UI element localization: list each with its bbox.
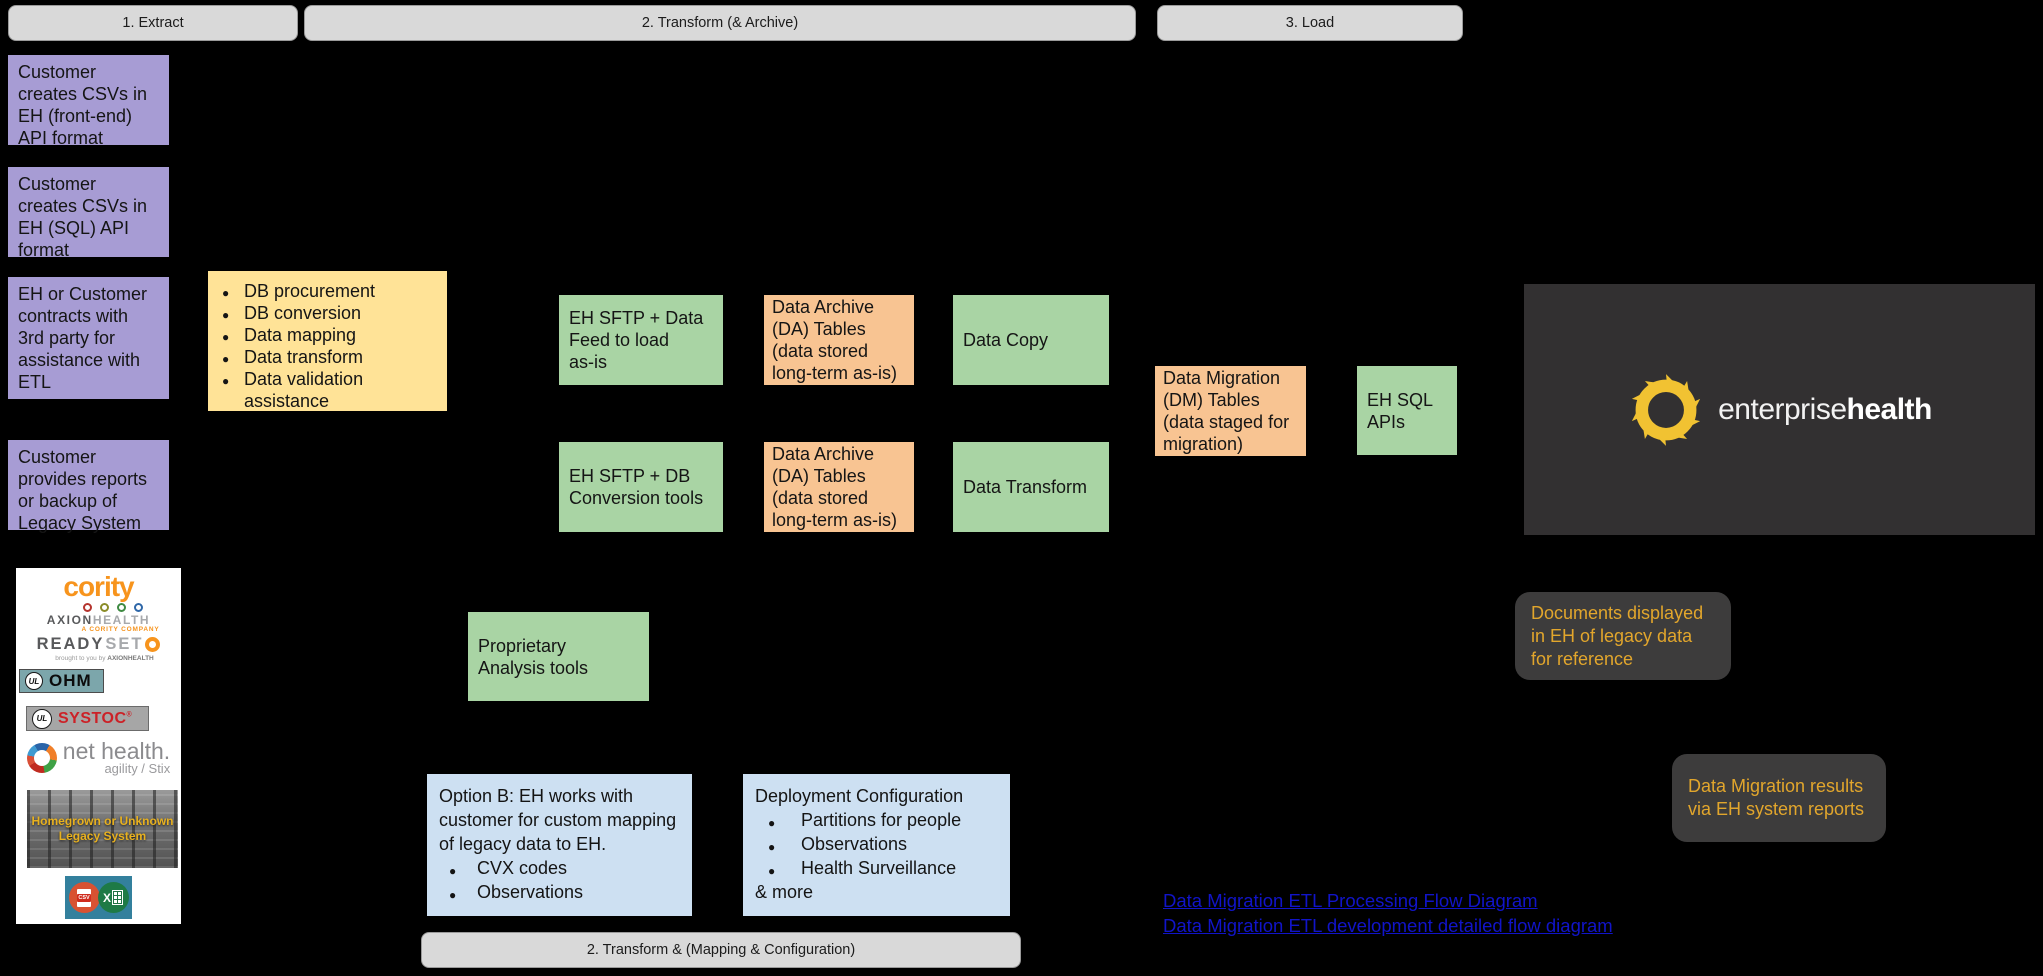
note-migration-results: Data Migration results via EH system rep… — [1672, 754, 1886, 842]
bullet-item: Partitions for people — [755, 808, 998, 835]
bullet-item: Data mapping — [218, 324, 439, 348]
data-migration-tables-label: Data Migration (DM) Tables (data staged … — [1163, 368, 1290, 454]
data-copy-box: Data Copy — [953, 295, 1109, 385]
sftp-db-conversion-box: EH SFTP + DB Conversion tools — [559, 442, 723, 532]
axion-dot-olive — [99, 603, 109, 612]
extract-option-sql-csv: Customer creates CSVs in EH (SQL) API fo… — [8, 167, 169, 260]
proprietary-analysis-tools-box: Proprietary Analysis tools — [468, 612, 649, 701]
data-migration-tables-box: Data Migration (DM) Tables (data staged … — [1155, 366, 1306, 456]
systoc-word: SYSTOC® — [58, 710, 132, 728]
systoc-registered-mark: ® — [126, 711, 133, 719]
deployment-more-label: & more — [755, 882, 814, 902]
related-diagram-links: Data Migration ETL Processing Flow Diagr… — [1163, 889, 1703, 938]
readyset-tagline-brand: AXIONHEALTH — [107, 655, 154, 662]
axion-dot-red — [82, 603, 92, 612]
bullet-item: DB conversion — [218, 302, 439, 326]
note-results-text: Data Migration results via EH system rep… — [1688, 776, 1865, 819]
systoc-logo: UL SYSTOC® — [26, 706, 149, 731]
legacy-systems-panel: cority AXIONHEALTH A CORITY COMPANY READ… — [16, 568, 181, 924]
extract-option-frontend-csv: Customer creates CSVs in EH (front-end) … — [8, 55, 169, 148]
data-copy-label: Data Copy — [963, 330, 1049, 350]
bullet-item: DB procurement — [218, 280, 439, 304]
csv-label: CSV — [76, 893, 92, 902]
readyset-ready: READY — [36, 635, 105, 653]
extract-option-third-party: EH or Customer contracts with 3rd party … — [8, 277, 169, 399]
net-health-logo: net health. agility / Stix — [16, 740, 181, 775]
wordmark-health: health — [1846, 392, 1933, 426]
link-etl-processing-flow-diagram[interactable]: Data Migration ETL Processing Flow Diagr… — [1163, 890, 1538, 911]
sftp-data-feed-label: EH SFTP + Data Feed to load as-is — [569, 308, 704, 372]
bullet-item: Observations — [755, 832, 998, 859]
spreadsheet-grid-icon — [112, 890, 123, 905]
option-b-intro: Option B: EH works with customer for cus… — [439, 786, 677, 854]
data-archive-tables-box-2: Data Archive (DA) Tables (data stored lo… — [764, 442, 914, 532]
ohm-logo: UL OHM — [19, 669, 104, 693]
net-health-tagline: agility / Stix — [104, 761, 171, 776]
third-party-services-list: DB procurementDB conversionData mappingD… — [218, 280, 439, 412]
systoc-text: SYSTOC — [58, 709, 127, 727]
deployment-configuration-title: Deployment Configuration — [755, 786, 964, 806]
net-health-word: net health. — [62, 738, 171, 764]
enterprise-health-wordmark: enterprisehealth — [1718, 393, 1932, 427]
data-archive-tables-box-1: Data Archive (DA) Tables (data stored lo… — [764, 295, 914, 385]
readyset-o-icon — [145, 637, 161, 652]
data-transform-label: Data Transform — [963, 477, 1088, 497]
bullet-item: Data validation assistance — [218, 368, 439, 412]
note-documents-displayed: Documents displayed in EH of legacy data… — [1515, 592, 1731, 680]
axion-health-word: HEALTH — [92, 613, 151, 627]
option-b-mapping-box: Option B: EH works with customer for cus… — [427, 774, 692, 916]
proprietary-analysis-tools-label: Proprietary Analysis tools — [478, 635, 589, 678]
readyset-tagline-text: brought to you by — [55, 655, 108, 662]
homegrown-legacy-system-photo: Homegrown or Unknown Legacy System — [27, 790, 178, 868]
link-etl-development-detailed-flow-diagram[interactable]: Data Migration ETL development detailed … — [1163, 914, 1613, 936]
ul-icon: UL — [32, 708, 52, 729]
deployment-configuration-box: Deployment Configuration Partitions for … — [743, 774, 1010, 916]
option-b-list: CVX codesObservations — [439, 856, 680, 907]
ohm-word: OHM — [49, 671, 92, 690]
data-archive-tables-label-1: Data Archive (DA) Tables (data stored lo… — [772, 297, 898, 383]
data-transform-box: Data Transform — [953, 442, 1109, 532]
stage-header-transform-mapping: 2. Transform & (Mapping & Configuration) — [421, 932, 1021, 968]
extract-option-reports-backup: Customer provides reports or backup of L… — [8, 440, 169, 533]
eh-sql-apis-label: EH SQL APIs — [1367, 389, 1434, 432]
net-health-ring-icon — [26, 742, 57, 773]
eh-sql-apis-box: EH SQL APIs — [1357, 366, 1457, 455]
bullet-item: Health Surveillance — [755, 856, 998, 883]
wordmark-enterprise: enterprise — [1718, 392, 1847, 426]
sftp-data-feed-box: EH SFTP + Data Feed to load as-is — [559, 295, 723, 385]
stage-header-transform-archive: 2. Transform (& Archive) — [304, 5, 1136, 41]
axion-tagline: A CORITY COMPANY — [81, 626, 160, 633]
axion-dot-blue — [133, 603, 143, 612]
ul-icon: UL — [25, 672, 43, 690]
bullet-item: Data transform — [218, 346, 439, 370]
third-party-services-box: DB procurementDB conversionData mappingD… — [208, 271, 447, 411]
stage-header-load: 3. Load — [1157, 5, 1463, 41]
excel-x-label: X — [102, 890, 111, 905]
axion-dots — [30, 603, 195, 612]
enterprise-health-logo-icon — [1631, 373, 1701, 446]
enterprise-health-brand-box: enterprisehealth — [1524, 284, 2035, 535]
bullet-item: Observations — [439, 880, 680, 907]
axion-dot-green — [116, 603, 126, 612]
bullet-item: CVX codes — [439, 856, 680, 883]
sftp-db-conversion-label: EH SFTP + DB Conversion tools — [569, 466, 704, 508]
axion-word: AXION — [46, 613, 93, 627]
cority-logo: cority — [63, 571, 134, 602]
deployment-configuration-list: Partitions for peopleObservationsHealth … — [755, 808, 998, 883]
file-format-icons: CSV X — [65, 876, 132, 919]
readyset-tagline: brought to you by AXIONHEALTH — [22, 655, 187, 662]
note-documents-text: Documents displayed in EH of legacy data… — [1531, 602, 1704, 669]
csv-file-icon: CSV — [68, 882, 100, 913]
stage-header-extract: 1. Extract — [8, 5, 298, 41]
excel-file-icon: X — [97, 882, 129, 913]
readyset-set: SET — [105, 635, 144, 653]
data-archive-tables-label-2: Data Archive (DA) Tables (data stored lo… — [772, 444, 898, 530]
axion-health-logo: AXIONHEALTH — [16, 613, 181, 627]
